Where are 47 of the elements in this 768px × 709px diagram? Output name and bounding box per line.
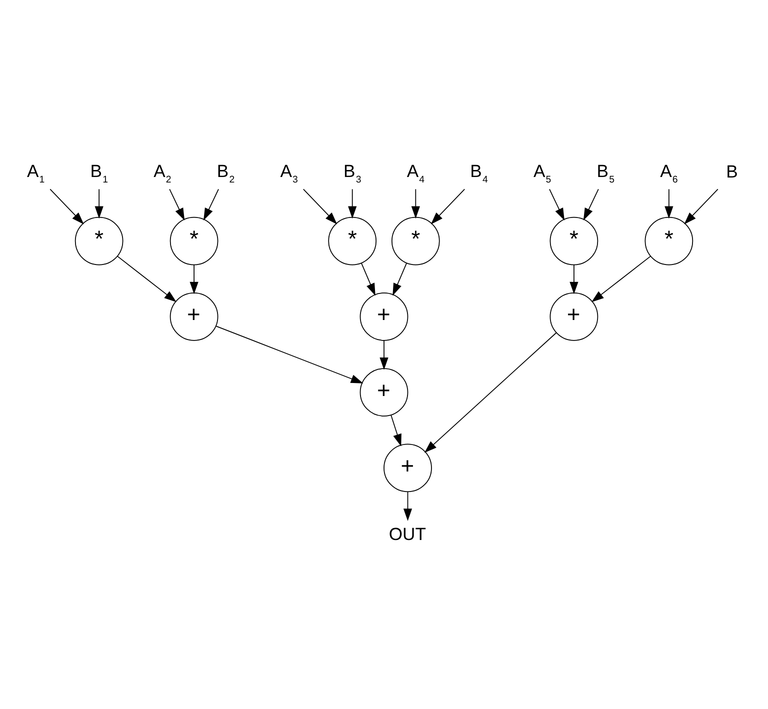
arrow <box>190 264 198 294</box>
node-text: A$_{3}$ <box>280 160 298 186</box>
node-circle: + <box>550 292 598 341</box>
node-circle: * <box>328 216 377 266</box>
node-text: B$_{3}$ <box>344 160 362 186</box>
arrow <box>392 262 407 296</box>
arrow <box>216 326 364 384</box>
arrow <box>591 256 652 302</box>
node-text: A$_{4}$ <box>406 160 425 186</box>
node-text: B <box>726 162 738 182</box>
node-circle: * <box>644 216 694 266</box>
arrow <box>302 188 338 224</box>
arrow <box>664 188 674 219</box>
arrow <box>94 188 104 219</box>
arrow <box>549 188 564 220</box>
arrow <box>403 491 412 521</box>
arrow <box>424 332 557 453</box>
node-circle: * <box>170 216 218 266</box>
arrow <box>411 188 420 219</box>
node-text: B$_{2}$ <box>216 160 235 186</box>
arrow <box>50 188 84 224</box>
node-text: B$_{5}$ <box>596 160 614 186</box>
arrow <box>204 188 219 220</box>
arrow <box>684 188 718 224</box>
node-text: A$_{1}$ <box>26 160 45 186</box>
node-circle: + <box>360 292 408 341</box>
node-text: A$_{5}$ <box>533 160 552 186</box>
arrow <box>583 188 599 220</box>
node-circle: * <box>74 216 124 266</box>
arrow <box>116 256 177 302</box>
arrow <box>169 188 185 220</box>
arrow <box>570 264 578 294</box>
node-text: B$_{1}$ <box>90 160 108 186</box>
node-circle: + <box>384 444 432 492</box>
node-circle: + <box>360 368 408 416</box>
node-text: A$_{6}$ <box>660 160 678 186</box>
node-circle: * <box>391 216 440 266</box>
arrow <box>430 188 466 224</box>
node-circle: + <box>170 292 218 341</box>
arrow <box>380 340 388 370</box>
node-text: A$_{2}$ <box>154 160 172 186</box>
arrow <box>390 414 402 446</box>
arrow <box>361 262 376 296</box>
node-text: B$_{4}$ <box>470 160 488 186</box>
arrow <box>348 188 357 219</box>
node-text: OUT <box>388 524 426 544</box>
node-circle: * <box>550 216 598 266</box>
